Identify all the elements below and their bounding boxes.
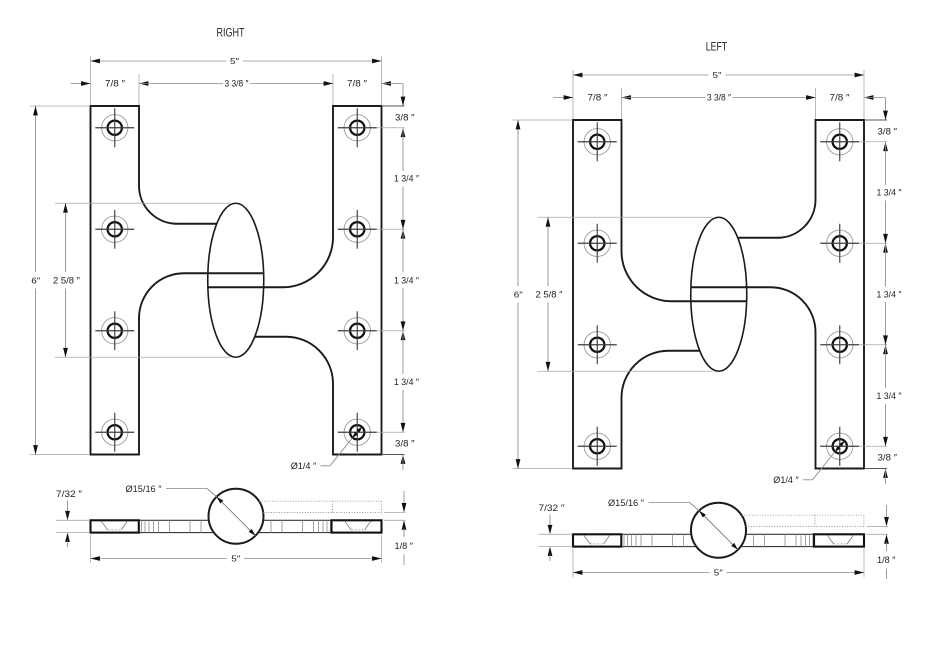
- svg-text:7/32 ″: 7/32 ″: [539, 503, 566, 513]
- svg-text:3/8 ″: 3/8 ″: [878, 453, 898, 463]
- svg-text:5″: 5″: [714, 568, 723, 578]
- svg-text:3/8 ″: 3/8 ″: [878, 127, 898, 137]
- svg-text:3/8 ″: 3/8 ″: [395, 439, 415, 449]
- svg-text:Ø1/4 ″: Ø1/4 ″: [291, 461, 317, 471]
- svg-text:2 5/8 ″: 2 5/8 ″: [53, 275, 81, 285]
- svg-text:7/8 ″: 7/8 ″: [588, 93, 609, 103]
- svg-text:1 3/4 ″: 1 3/4 ″: [877, 188, 903, 198]
- svg-text:2 5/8 ″: 2 5/8 ″: [536, 289, 564, 299]
- svg-text:6″: 6″: [514, 289, 523, 299]
- svg-text:6″: 6″: [31, 275, 40, 285]
- svg-text:3 3/8 ″: 3 3/8 ″: [707, 93, 732, 103]
- svg-text:5″: 5″: [230, 56, 239, 66]
- svg-text:Ø1/4 ″: Ø1/4 ″: [773, 475, 799, 485]
- svg-text:1 3/4 ″: 1 3/4 ″: [877, 289, 903, 299]
- svg-text:1 3/4 ″: 1 3/4 ″: [877, 391, 903, 401]
- svg-text:5″: 5″: [231, 554, 240, 564]
- svg-text:1 3/4 ″: 1 3/4 ″: [394, 377, 420, 387]
- svg-text:7/8 ″: 7/8 ″: [105, 79, 126, 89]
- svg-text:LEFT: LEFT: [706, 42, 728, 54]
- svg-text:7/32 ″: 7/32 ″: [56, 489, 83, 499]
- svg-text:7/8 ″: 7/8 ″: [830, 93, 851, 103]
- svg-text:1/8 ″: 1/8 ″: [395, 541, 414, 551]
- svg-text:1 3/4 ″: 1 3/4 ″: [394, 174, 420, 184]
- svg-text:Ø15/16 ″: Ø15/16 ″: [608, 498, 645, 508]
- svg-text:3/8 ″: 3/8 ″: [395, 113, 415, 123]
- svg-text:5″: 5″: [713, 70, 722, 80]
- svg-text:3 3/8 ″: 3 3/8 ″: [225, 79, 250, 89]
- svg-text:1 3/4 ″: 1 3/4 ″: [394, 275, 420, 285]
- svg-text:7/8 ″: 7/8 ″: [347, 79, 368, 89]
- svg-text:1/8 ″: 1/8 ″: [877, 555, 896, 565]
- svg-text:RIGHT: RIGHT: [217, 28, 245, 40]
- svg-text:Ø15/16 ″: Ø15/16 ″: [126, 484, 163, 494]
